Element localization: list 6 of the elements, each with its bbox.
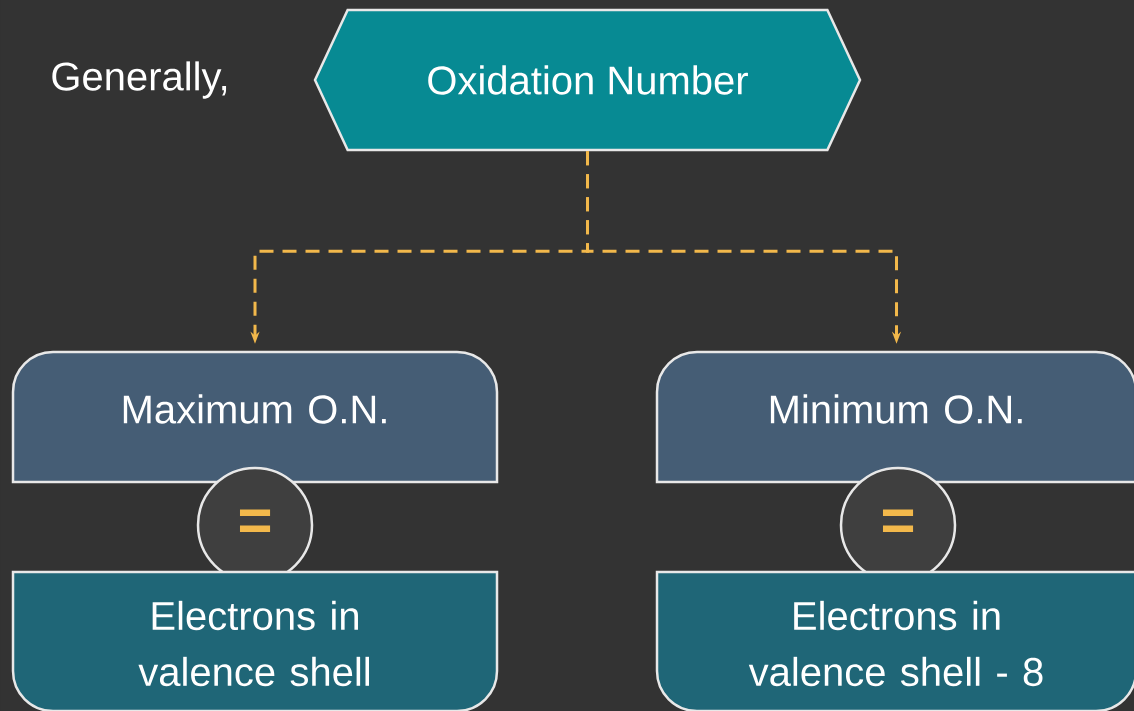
title-hexagon: Oxidation Number bbox=[313, 8, 862, 152]
side-note: Generally, bbox=[52, 61, 227, 99]
result-box: Electrons in valence shell - 8 bbox=[655, 570, 1134, 711]
category-box: Minimum O.N. bbox=[655, 350, 1134, 484]
category-box: Maximum O.N. bbox=[11, 350, 499, 484]
result-box: Electrons in valence shell bbox=[11, 570, 499, 711]
